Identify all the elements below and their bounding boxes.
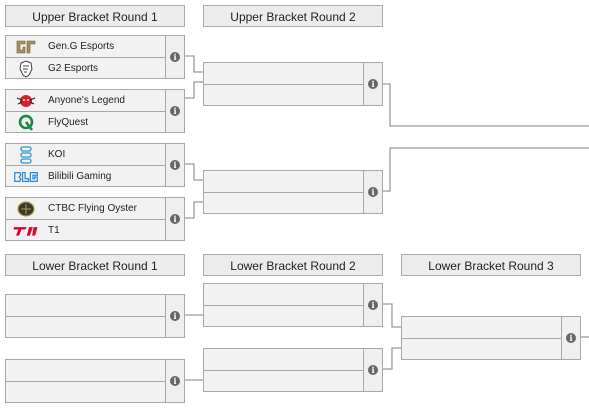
team-slot-empty[interactable] (204, 171, 364, 192)
t1-logo-icon (13, 222, 39, 240)
connector-ub-r2-out (382, 83, 589, 192)
cfo-logo-icon (13, 200, 39, 218)
slot-divider (204, 84, 364, 85)
team-slot[interactable]: Gen.G Esports (6, 36, 166, 57)
match-ub-r2-1[interactable]: i (203, 62, 383, 106)
info-icon[interactable]: i (368, 300, 378, 310)
slot-divider (204, 305, 364, 306)
match-info-column[interactable]: i (165, 144, 184, 186)
info-icon[interactable]: i (368, 79, 378, 89)
team-slot-empty[interactable] (6, 295, 166, 316)
team-slot-empty[interactable] (204, 349, 364, 370)
info-icon[interactable]: i (566, 333, 576, 343)
team-slot[interactable]: Anyone's Legend (6, 90, 166, 111)
team-slot-empty[interactable] (402, 339, 562, 360)
team-name: Bilibili Gaming (48, 171, 112, 182)
team-name: T1 (48, 225, 60, 236)
koi-logo-icon (13, 145, 39, 164)
connector-lb-r2-r3 (382, 303, 402, 370)
header-lower-round-2: Lower Bracket Round 2 (203, 254, 383, 276)
flyquest-logo-icon (13, 114, 39, 132)
team-slot[interactable]: T1 (6, 220, 166, 241)
team-slot-empty[interactable] (6, 382, 166, 403)
match-lb-r1-2[interactable]: i (5, 359, 185, 403)
slot-divider (6, 165, 166, 166)
team-slot[interactable]: G2 Esports (6, 58, 166, 79)
match-info-column[interactable]: i (561, 317, 580, 359)
connector-ub-m3-m4 (184, 163, 204, 219)
info-icon[interactable]: i (170, 214, 180, 224)
match-ub-r1-4[interactable]: CTBC Flying Oyster T1 i (5, 197, 185, 241)
match-info-column[interactable]: i (363, 171, 382, 213)
team-slot-empty[interactable] (6, 360, 166, 381)
info-icon[interactable]: i (368, 365, 378, 375)
team-name: Gen.G Esports (48, 41, 115, 52)
match-info-column[interactable]: i (363, 284, 382, 326)
team-slot-empty[interactable] (204, 371, 364, 392)
team-slot-empty[interactable] (204, 85, 364, 106)
anyones-legend-logo-icon (13, 92, 39, 110)
match-info-column[interactable]: i (363, 63, 382, 105)
slot-divider (6, 111, 166, 112)
match-lb-r2-1[interactable]: i (203, 283, 383, 327)
info-icon[interactable]: i (170, 311, 180, 321)
header-lower-round-1: Lower Bracket Round 1 (5, 254, 185, 276)
slot-divider (6, 381, 166, 382)
slot-divider (204, 370, 364, 371)
header-upper-round-1: Upper Bracket Round 1 (5, 5, 185, 27)
header-lower-round-3: Lower Bracket Round 3 (401, 254, 581, 276)
slot-divider (6, 316, 166, 317)
connector-ub-m1-m2 (184, 55, 204, 99)
match-lb-r1-1[interactable]: i (5, 294, 185, 338)
geng-logo-icon (13, 38, 39, 56)
info-icon[interactable]: i (170, 106, 180, 116)
match-lb-r3-1[interactable]: i (401, 316, 581, 360)
info-icon[interactable]: i (170, 52, 180, 62)
team-slot-empty[interactable] (204, 193, 364, 214)
match-lb-r2-2[interactable]: i (203, 348, 383, 392)
info-icon[interactable]: i (368, 187, 378, 197)
connector-lb-r1-r2 (184, 314, 204, 381)
team-slot[interactable]: CTBC Flying Oyster (6, 198, 166, 219)
match-info-column[interactable]: i (165, 360, 184, 402)
team-name: Anyone's Legend (48, 95, 125, 106)
team-name: G2 Esports (48, 63, 99, 74)
header-upper-round-2: Upper Bracket Round 2 (203, 5, 383, 27)
slot-divider (204, 192, 364, 193)
match-info-column[interactable]: i (165, 90, 184, 132)
info-icon[interactable]: i (170, 376, 180, 386)
team-slot-empty[interactable] (204, 63, 364, 84)
team-name: FlyQuest (48, 117, 89, 128)
team-slot-empty[interactable] (204, 306, 364, 327)
match-info-column[interactable]: i (165, 295, 184, 337)
match-info-column[interactable]: i (165, 198, 184, 240)
match-ub-r1-2[interactable]: Anyone's Legend FlyQuest i (5, 89, 185, 133)
slot-divider (6, 219, 166, 220)
team-name: KOI (48, 149, 66, 160)
slot-divider (6, 57, 166, 58)
team-slot[interactable]: Bilibili Gaming (6, 166, 166, 187)
match-info-column[interactable]: i (363, 349, 382, 391)
g2-logo-icon (13, 59, 39, 78)
blg-logo-icon (13, 168, 39, 186)
match-ub-r2-2[interactable]: i (203, 170, 383, 214)
match-info-column[interactable]: i (165, 36, 184, 78)
team-name: CTBC Flying Oyster (48, 203, 137, 214)
slot-divider (402, 338, 562, 339)
match-ub-r1-1[interactable]: Gen.G Esports G2 Esports i (5, 35, 185, 79)
team-slot-empty[interactable] (402, 317, 562, 338)
match-ub-r1-3[interactable]: KOI Bilibili Gaming i (5, 143, 185, 187)
team-slot-empty[interactable] (6, 317, 166, 338)
info-icon[interactable]: i (170, 160, 180, 170)
team-slot[interactable]: KOI (6, 144, 166, 165)
team-slot-empty[interactable] (204, 284, 364, 305)
team-slot[interactable]: FlyQuest (6, 112, 166, 133)
